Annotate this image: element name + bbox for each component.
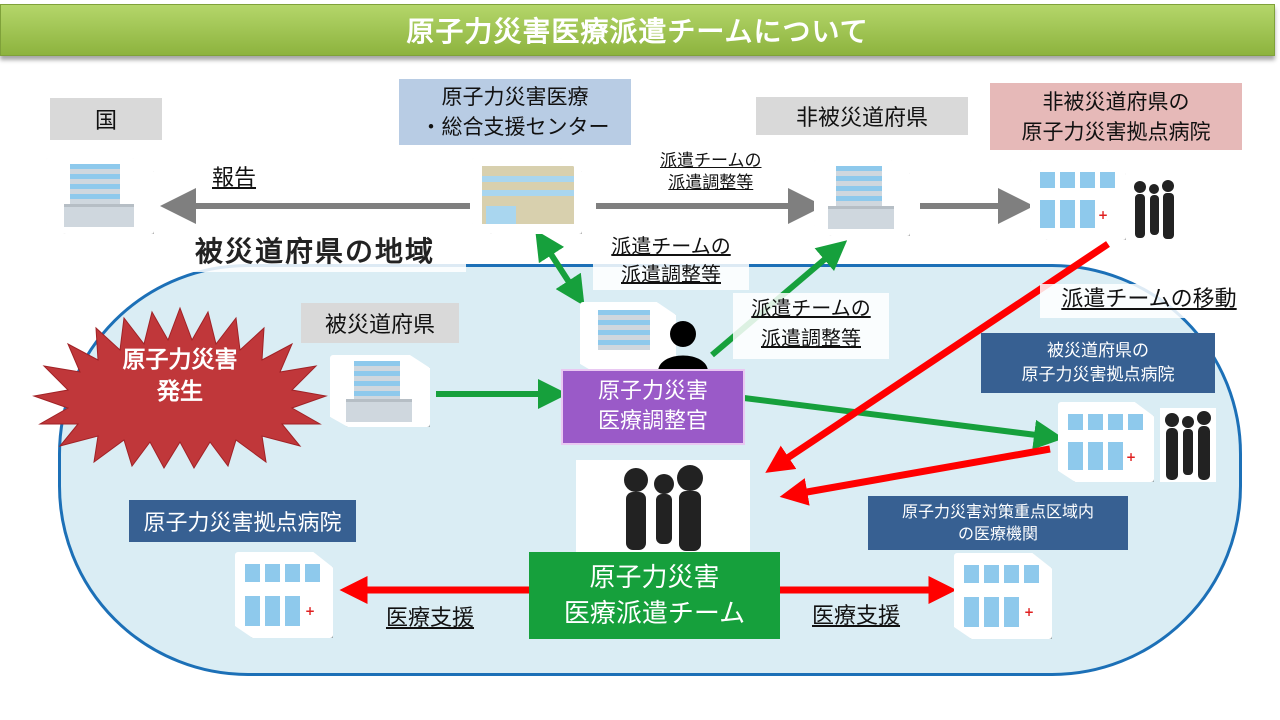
label-non-affected-hospital-line2: 原子力災害拠点病院	[1021, 119, 1211, 144]
medical-support-right-label: 医療支援	[812, 604, 901, 629]
medical-dispatch-team-box: 原子力災害 医療派遣チーム	[529, 552, 780, 639]
dispatch-mid-label-line1: 派遣チームの	[611, 234, 731, 258]
disaster-label-line2: 発生	[157, 379, 203, 405]
team-figures-icon	[576, 460, 750, 552]
team-line1: 原子力災害	[589, 562, 720, 593]
label-support-center-line2: ・総合支援センター	[420, 115, 610, 139]
label-support-center: 原子力災害医療 ・総合支援センター	[399, 79, 631, 145]
dispatch-right-label: 派遣チームの 派遣調整等	[733, 293, 889, 359]
label-non-affected-hospital: 非被災道府県の 原子力災害拠点病院	[990, 83, 1242, 150]
dispatch-right-label-line1: 派遣チームの	[751, 296, 871, 320]
label-kuni: 国	[50, 98, 162, 140]
base-hospital-icon: +	[235, 552, 333, 638]
dispatch-mid-label: 派遣チームの 派遣調整等	[593, 232, 749, 290]
affected-hospital-to-team-arrow	[779, 445, 1051, 506]
label-base-hospital: 原子力災害拠点病院	[129, 500, 356, 542]
affected-pref-building-icon	[330, 355, 430, 427]
coordinator-line1: 原子力災害	[597, 379, 708, 404]
label-non-affected-pref: 非被災道府県	[756, 97, 968, 135]
team-movement-arrow	[765, 241, 1110, 473]
coordinator-office-icon	[580, 302, 676, 374]
report-label: 報告	[212, 166, 257, 191]
page-title: 原子力災害医療派遣チームについて	[0, 4, 1275, 56]
coordinator-box: 原子力災害 医療調整官	[561, 369, 745, 445]
non-affected-hospital-icon: +	[1030, 160, 1126, 240]
medical-support-left-label: 医療支援	[386, 606, 475, 631]
label-support-center-line1: 原子力災害医療	[441, 85, 589, 109]
affected-team-figures-icon	[1160, 408, 1216, 482]
label-affected-pref: 被災道府県	[301, 303, 459, 343]
dispatch-top-label: 派遣チームの 派遣調整等	[660, 150, 762, 194]
support-center-building-icon	[472, 158, 582, 234]
center-coordinator-arrow	[535, 229, 585, 307]
disaster-label-line1: 原子力災害	[122, 347, 238, 373]
label-priority-zone-line1: 原子力災害対策重点区域内	[901, 502, 1094, 521]
label-priority-zone-line2: の医療機関	[957, 524, 1038, 543]
label-priority-zone-facility: 原子力災害対策重点区域内 の医療機関	[868, 496, 1128, 550]
priority-zone-hospital-icon: +	[954, 553, 1052, 639]
dispatch-top-label-line2: 派遣調整等	[668, 173, 754, 193]
team-line2: 医療派遣チーム	[563, 598, 746, 629]
dispatch-top-label-line1: 派遣チームの	[660, 151, 762, 171]
label-non-affected-hospital-line1: 非被災道府県の	[1042, 89, 1190, 114]
government-building-icon	[46, 158, 154, 234]
team-movement-label: 派遣チームの移動	[1040, 284, 1258, 318]
dispatch-mid-label-line2: 派遣調整等	[621, 262, 721, 286]
label-affected-hospital-line2: 原子力災害拠点病院	[1021, 365, 1175, 385]
label-affected-hospital-line1: 被災道府県の	[1047, 341, 1149, 361]
non-affected-team-figures-icon	[1130, 178, 1178, 240]
non-affected-pref-building-icon	[814, 160, 910, 236]
coordinator-line2: 医療調整官	[597, 409, 708, 434]
affected-hospital-icon: +	[1058, 402, 1154, 482]
region-label-bg	[150, 228, 466, 272]
region-label: 被災道府県の地域	[195, 235, 436, 268]
team-movement-label-text: 派遣チームの移動	[1061, 287, 1237, 312]
label-affected-hospital: 被災道府県の 原子力災害拠点病院	[981, 333, 1215, 393]
coordinator-person-icon	[658, 321, 708, 372]
dispatch-right-label-line2: 派遣調整等	[761, 326, 861, 350]
disaster-label: 原子力災害 発生	[80, 344, 280, 408]
coordinator-to-affected-hospital-arrow	[743, 395, 1064, 450]
disaster-burst-icon	[32, 306, 328, 470]
